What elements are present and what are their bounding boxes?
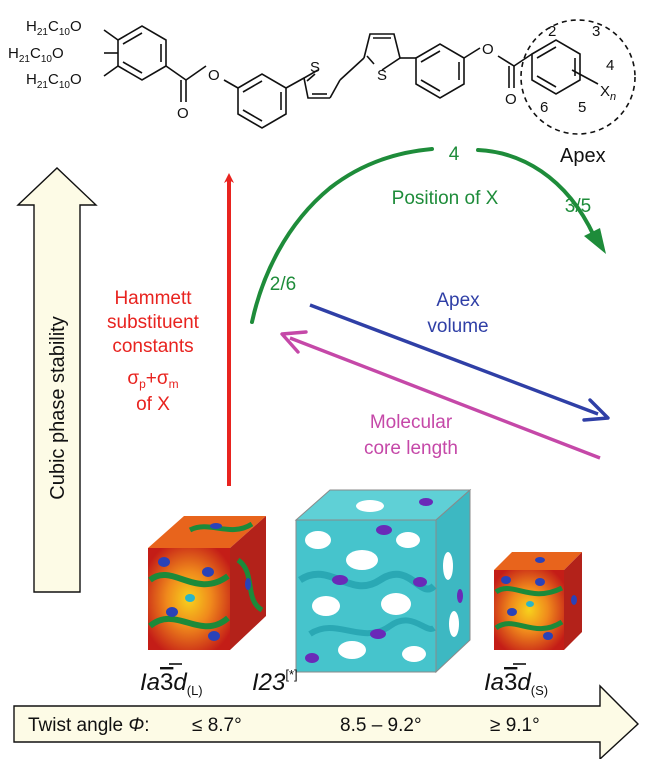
thiophene-ring-1 [303, 69, 341, 99]
position-label-2: 2 [548, 23, 556, 40]
position-of-x-label: Position of X [392, 188, 499, 209]
molecule-structure [103, 25, 599, 129]
phase-label-i23: I23[*] [252, 667, 298, 696]
phenyl-ring-2 [415, 43, 465, 99]
cube-ia3d-small [494, 552, 582, 650]
ester-oxygen-2: O [482, 41, 494, 58]
cubic-stability-arrow [16, 167, 98, 593]
apex-volume-arrow [309, 303, 599, 416]
position-curve-arrowhead [584, 228, 606, 254]
position-curve [250, 147, 596, 324]
chain-formula-top: H21C10O [26, 18, 82, 38]
twist-value-2: 8.5 – 9.2° [340, 715, 422, 736]
apex-volume-line-2: volume [427, 316, 488, 337]
cube-i23 [294, 488, 472, 674]
phase-label-ia3d-small: Ia3d(S) [484, 669, 548, 698]
cubic-stability-label: Cubic phase stability [47, 316, 69, 499]
chain-formula-middle: H21C10O [8, 45, 64, 65]
apex-dashed-circle [520, 19, 636, 135]
hammett-line-2: substituent [107, 312, 200, 333]
cube-ia3d-large [148, 516, 266, 650]
hammett-line-1: Hammett [114, 288, 192, 309]
hammett-line-3: constants [112, 336, 193, 357]
hammett-of-x: of X [136, 394, 170, 415]
position-label-3: 3 [592, 23, 600, 40]
position-label-4: 4 [606, 57, 614, 74]
core-length-line-1: Molecular [370, 412, 453, 433]
twist-angle-arrow [13, 684, 640, 759]
ester-oxygen-1: O [208, 67, 220, 84]
trialkoxy-benzene-ring [117, 25, 167, 81]
apex-volume-line-1: Apex [436, 290, 480, 311]
twist-value-1: ≤ 8.7° [192, 715, 242, 736]
position-label-5: 5 [578, 99, 586, 116]
sulfur-2: S [377, 67, 387, 84]
apex-label: Apex [560, 145, 606, 167]
twist-value-3: ≥ 9.1° [490, 715, 540, 736]
twist-angle-label: Twist angle Φ: [28, 715, 150, 736]
substituent-x: Xn [600, 83, 616, 103]
sulfur-1: S [310, 59, 320, 76]
chain-formula-bottom: H21C10O [26, 71, 82, 91]
phase-label-ia3d-large: Ia3d(L) [140, 669, 203, 698]
position-4-label: 4 [449, 144, 460, 165]
core-length-arrow [289, 336, 601, 460]
apex-volume-arrowhead [582, 398, 610, 422]
carbonyl-oxygen-1: O [177, 105, 189, 122]
thiophene-ring-2 [363, 33, 401, 71]
hammett-sigma-formula: σp+σm [127, 368, 178, 391]
carbonyl-oxygen-2: O [505, 91, 517, 108]
position-label-6: 6 [540, 99, 548, 116]
position-2-6-label: 2/6 [270, 274, 296, 295]
apex-phenyl-ring [531, 39, 581, 95]
position-3-5-label: 3/5 [565, 196, 591, 217]
core-length-arrowhead [280, 330, 308, 354]
core-length-line-2: core length [364, 438, 458, 459]
phenyl-ring-1 [237, 73, 287, 129]
